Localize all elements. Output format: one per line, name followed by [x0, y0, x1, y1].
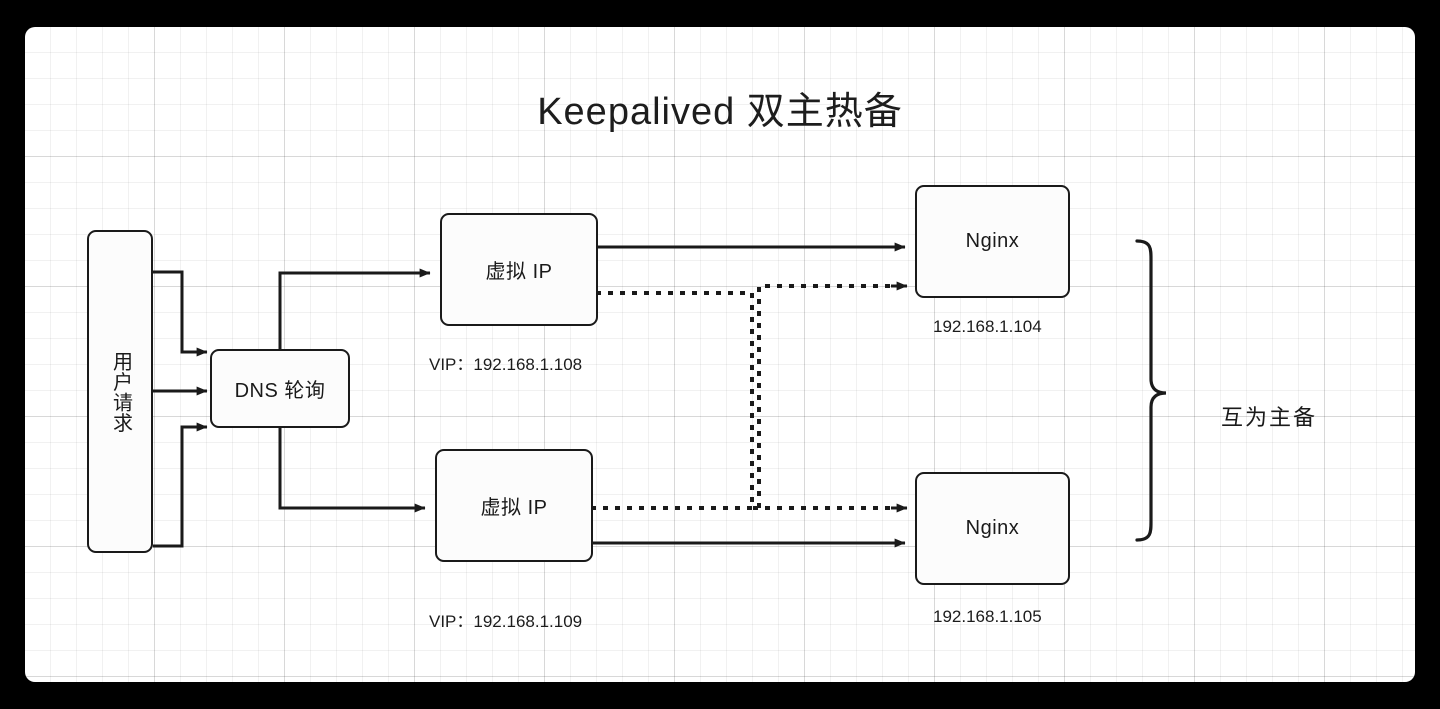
diagram-canvas: Keepalived 双主热备 用户请求 DNS 轮询 虚拟 IP VIP：19…	[25, 27, 1415, 682]
page-title: Keepalived 双主热备	[537, 91, 903, 133]
node-nginx-bottom-caption: 192.168.1.105	[933, 607, 1042, 626]
edge-user-to-dns-lower	[153, 422, 208, 548]
node-user-request[interactable]: 用户请求	[87, 230, 153, 553]
connector-layer	[153, 239, 1167, 548]
node-vip-bottom-caption: VIP：192.168.1.109	[429, 612, 583, 631]
node-vip-bottom-label: 虚拟 IP	[480, 497, 548, 519]
node-nginx-top-caption: 192.168.1.104	[933, 317, 1042, 336]
edge-vip-top-to-nginx-bottom-dotted	[596, 291, 907, 510]
node-nginx-top-label: Nginx	[965, 230, 1020, 252]
node-nginx-bottom[interactable]: Nginx	[915, 472, 1070, 585]
node-vip-top[interactable]: 虚拟 IP	[440, 213, 598, 326]
node-user-request-label: 用户请求	[109, 350, 132, 433]
node-dns[interactable]: DNS 轮询	[210, 349, 350, 428]
node-vip-top-label: 虚拟 IP	[485, 261, 553, 283]
node-nginx-top[interactable]: Nginx	[915, 185, 1070, 298]
mutual-backup-brace	[1135, 239, 1167, 542]
node-nginx-bottom-label: Nginx	[965, 517, 1020, 539]
edge-dns-to-vip-top	[278, 268, 431, 352]
edge-user-to-dns-upper	[153, 270, 208, 357]
edge-vip-bottom-to-nginx-top-dotted	[591, 284, 907, 510]
node-dns-label: DNS 轮询	[234, 380, 326, 402]
node-vip-bottom[interactable]: 虚拟 IP	[435, 449, 593, 562]
node-vip-top-caption: VIP：192.168.1.108	[429, 355, 583, 374]
edge-dns-to-vip-bottom	[278, 427, 426, 513]
mutual-backup-label: 互为主备	[1221, 405, 1318, 430]
